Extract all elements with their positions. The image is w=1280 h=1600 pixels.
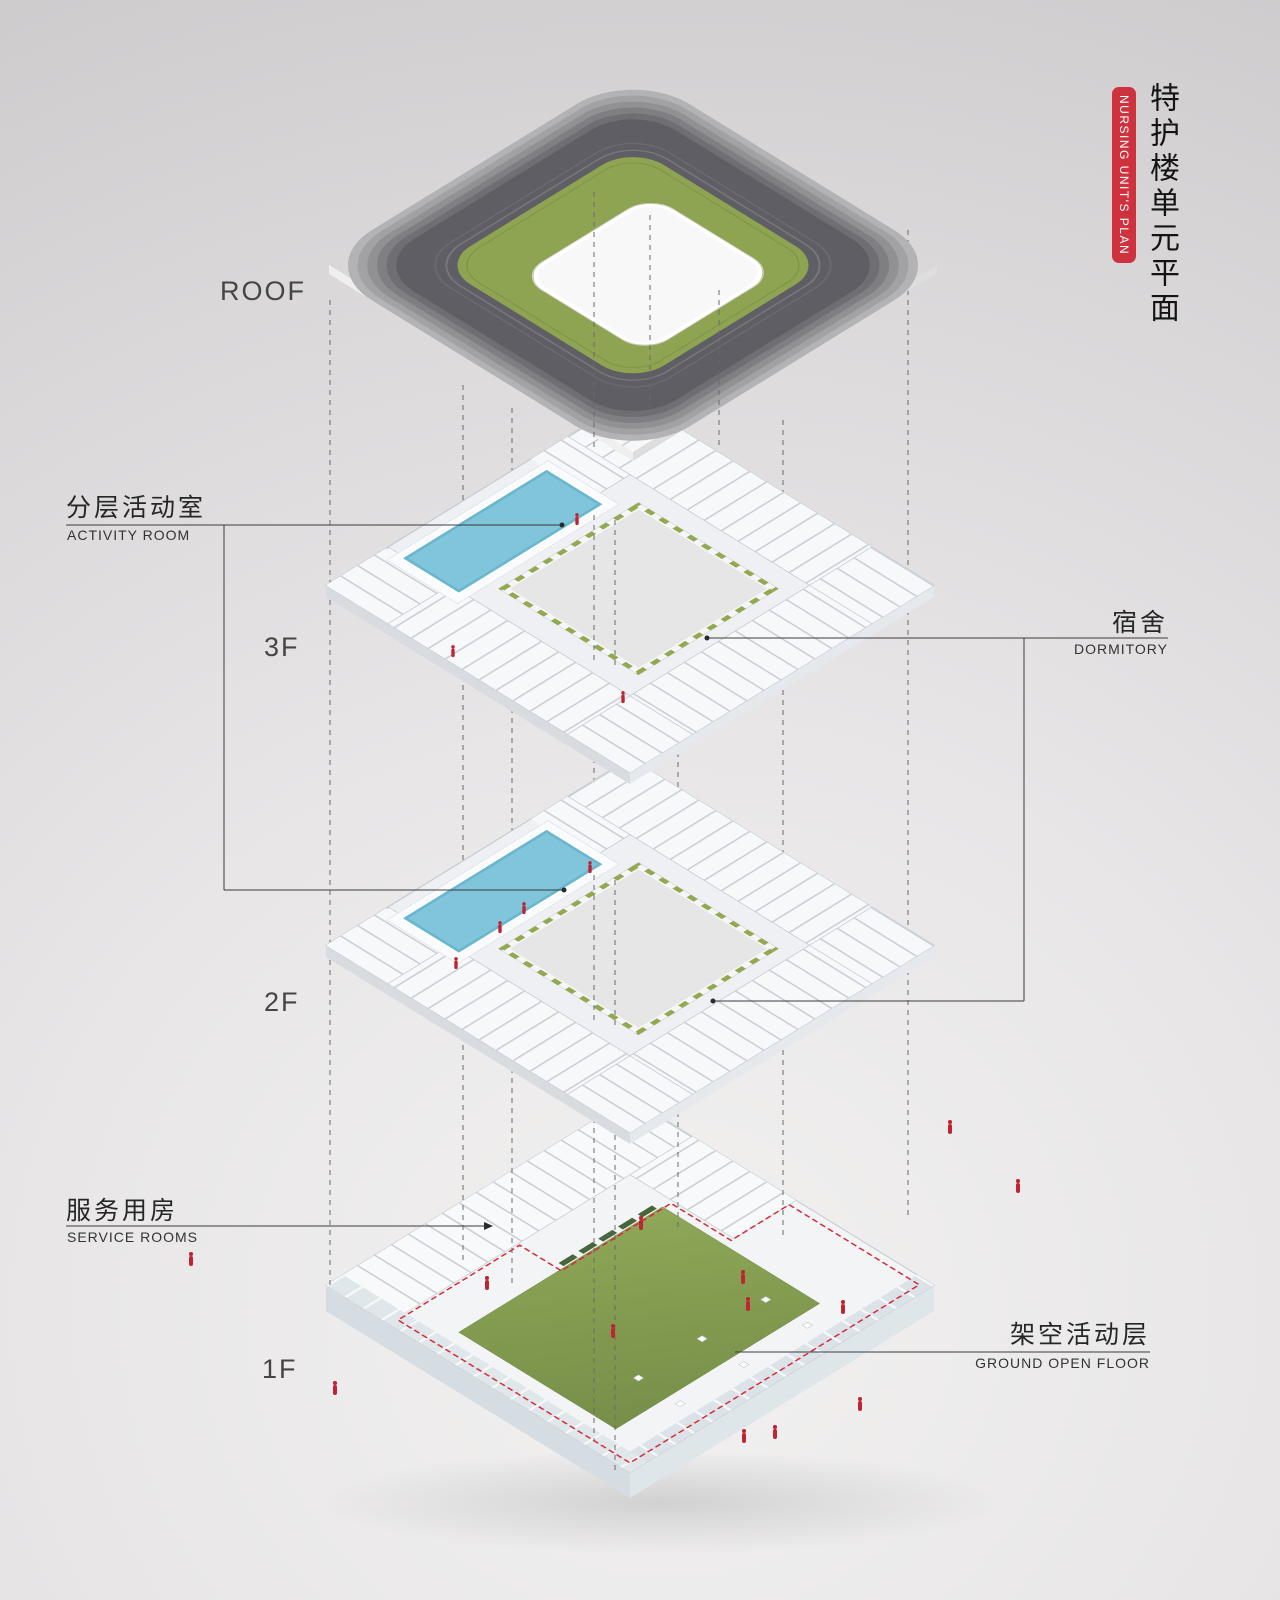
- ground-open-floor-label-en: GROUND OPEN FLOOR: [975, 1355, 1150, 1371]
- person-figure: [840, 1300, 846, 1315]
- floor-3f-label: 3F: [264, 632, 300, 662]
- service-rooms-label-en: SERVICE ROOMS: [67, 1229, 198, 1245]
- roof-label: ROOF: [220, 276, 306, 306]
- person-figure: [745, 1297, 751, 1312]
- guide-lines: [329, 188, 909, 1472]
- badge-text: NURSING UNIT'S PLAN: [1117, 94, 1131, 256]
- guide-line-overlays: [593, 192, 720, 1028]
- floor-2f: [324, 756, 936, 1144]
- person-figure: [857, 1397, 863, 1412]
- page-title-vertical: 特护楼单元平面: [1145, 82, 1178, 327]
- person-figure: [772, 1425, 778, 1440]
- service-leader-arrow: [484, 1222, 493, 1230]
- person-figure: [453, 957, 459, 970]
- roof: [315, 69, 951, 461]
- leader-dots: [484, 522, 716, 1230]
- leader-lines: [66, 524, 1168, 1353]
- person-figure: [587, 861, 593, 874]
- floor-2f-label: 2F: [264, 987, 300, 1017]
- person-figure: [450, 645, 456, 658]
- activity-room-label-cn: 分层活动室: [66, 494, 207, 522]
- person-figure: [947, 1120, 953, 1135]
- person-figure: [188, 1252, 194, 1267]
- person-figure: [574, 513, 580, 526]
- person-figure: [741, 1429, 747, 1444]
- floor-1f-label: 1F: [262, 1354, 298, 1384]
- person-figure: [620, 691, 626, 704]
- dormitory-label-en: DORMITORY: [1073, 641, 1168, 657]
- floor-3f: [324, 396, 936, 784]
- dormitory-label-cn: 宿舍: [1111, 609, 1168, 637]
- activity-room-label-en: ACTIVITY ROOM: [67, 527, 191, 543]
- person-figure: [521, 902, 527, 915]
- person-figure: [332, 1381, 338, 1396]
- person-figure: [497, 921, 503, 934]
- service-rooms-label-cn: 服务用房: [66, 1197, 179, 1225]
- floor-1f: [324, 1097, 936, 1498]
- person-figure: [484, 1276, 490, 1291]
- person-figure: [610, 1324, 616, 1339]
- ground-shadow: [320, 1450, 1000, 1554]
- ground-open-floor-label-cn: 架空活动层: [1009, 1321, 1150, 1349]
- person-figure: [740, 1270, 746, 1285]
- person-figure: [638, 1216, 644, 1231]
- person-figure: [1015, 1179, 1021, 1194]
- nursing-units-plan-badge: NURSING UNIT'S PLAN: [1112, 87, 1136, 263]
